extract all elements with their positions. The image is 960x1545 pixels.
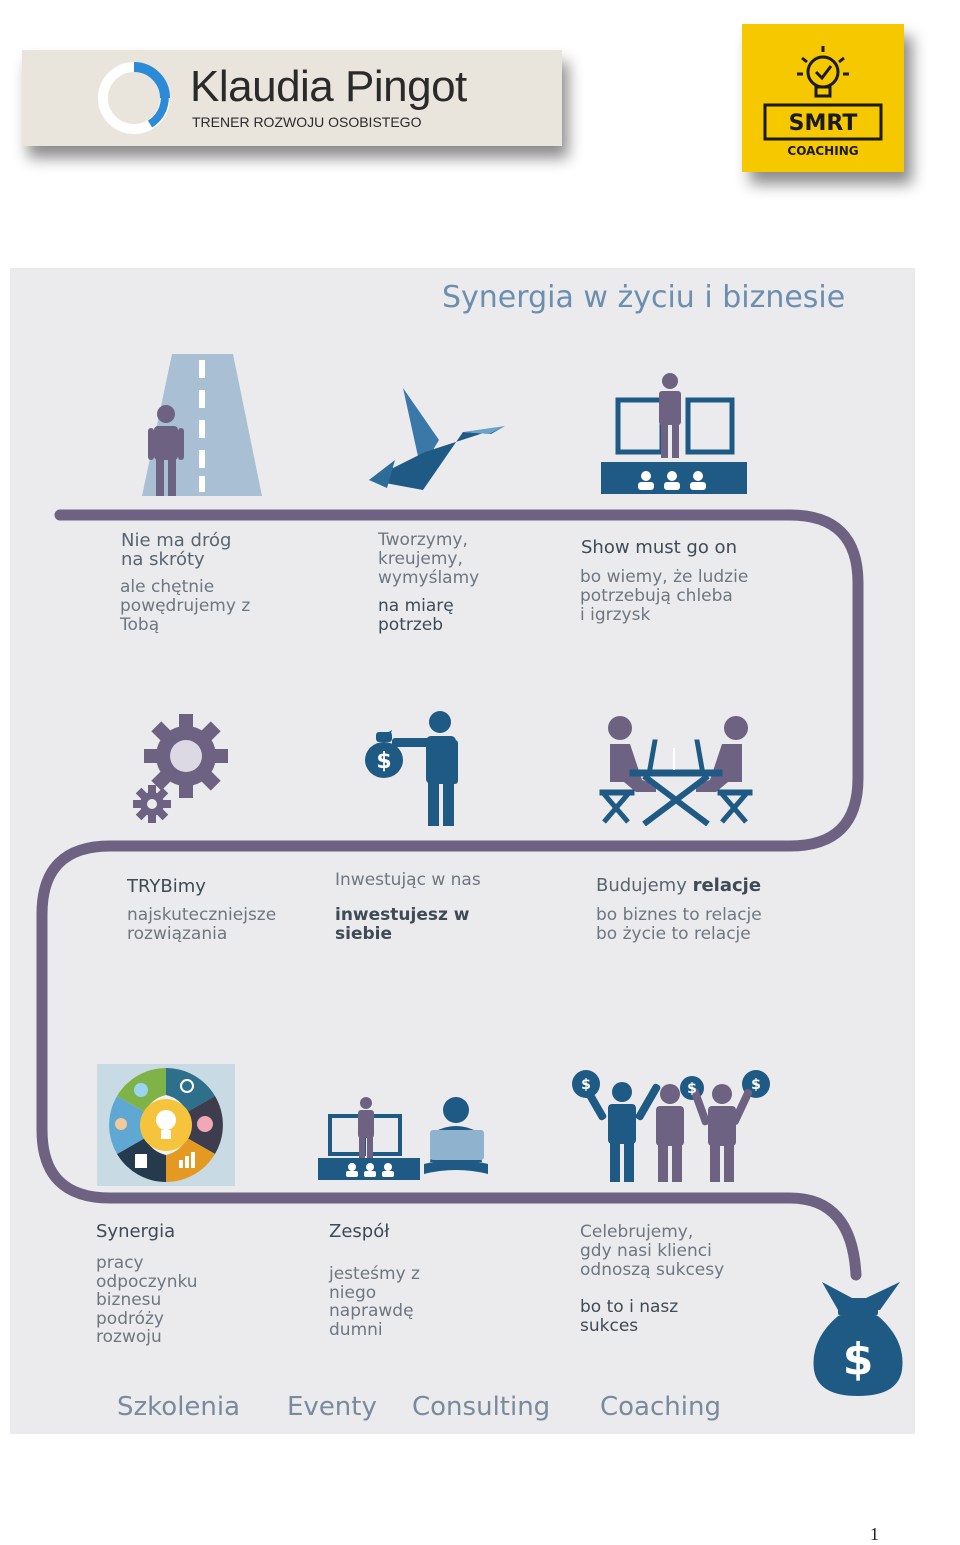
footer-coaching: Coaching [600,1392,721,1422]
lightbulb-icon [797,46,849,98]
brand-name: Klaudia Pingot [190,62,467,111]
footer-eventy: Eventy [287,1392,377,1422]
step-6-title-prefix: Budujemy [596,875,687,896]
logo-smrt-text: SMRT [789,111,858,136]
document-icon [135,1154,147,1168]
step-4-body: najskuteczniejsze rozwiązania [127,905,277,944]
dollar-icon: $ [751,1077,761,1093]
bar-chart-icon [179,1152,195,1168]
footer-szkolenia: Szkolenia [117,1392,241,1422]
klaudia-pingot-logo [22,50,562,146]
dollar-icon: $ [376,749,391,774]
step-8-body: jesteśmy z niego naprawdę dumni [329,1264,420,1340]
dollar-icon: $ [843,1334,874,1385]
magnifier-icon [180,1079,194,1093]
brand-subtitle: TRENER ROZWOJU OSOBISTEGO [192,114,422,130]
meeting-icon [599,716,753,826]
step-1-body: ale chętnie powędrujemy z Tobą [120,577,251,635]
speaker-stage-icon [601,373,747,494]
footer-consulting: Consulting [412,1392,551,1422]
dollar-icon: $ [687,1081,697,1097]
step-6-title: Budujemy relacje [596,876,761,895]
smrt-coaching-logo: SMRT COACHING [742,24,904,172]
investor-icon: $ [365,711,458,826]
logo-coaching-text: COACHING [787,144,858,158]
gears-icon [133,714,228,823]
step-6-title-strong: relacje [692,875,762,896]
dollar-icon: $ [581,1077,591,1093]
money-bag-icon: $ [813,1282,903,1396]
step-2-title: Tworzymy, kreujemy, wymyślamy [378,530,480,588]
person-icon [148,405,184,496]
step-9-body: bo to i nasz sukces [580,1297,679,1336]
synergy-wheel-icon [97,1064,235,1186]
step-4-title: TRYBimy [127,876,206,897]
person-icon [358,1097,374,1161]
team-icon [318,1097,488,1180]
step-2-body: na miarę potrzeb [378,596,454,635]
step-5-title: Inwestując w nas [335,870,481,890]
step-3-body: bo wiemy, że ludzie potrzebują chleba i … [580,567,749,625]
laptop-user-icon [424,1097,488,1174]
step-7-title: Synergia [96,1221,176,1242]
step-9-title: Celebrujemy, gdy nasi klienci odnoszą su… [580,1222,725,1280]
infographic-title: Synergia w życiu i biznesie [442,280,846,315]
step-1-title: Nie ma dróg na skróty [121,530,232,570]
step-7-body: pracy odpoczynku biznesu podróży rozwoju [96,1253,198,1347]
circle-logo-icon [98,62,170,134]
origami-bird-icon [369,388,505,490]
step-8-title: Zespół [329,1221,390,1242]
step-6-body: bo biznes to relacje bo życie to relacje [596,905,762,944]
hand-icon [115,1118,127,1130]
globe-icon [134,1083,148,1097]
step-3-title: Show must go on [581,537,737,558]
page-number: 1 [870,1524,879,1544]
celebrating-people-icon: $ $ $ [572,1070,770,1182]
brain-icon [197,1116,213,1132]
road-icon [142,354,262,496]
person-icon [659,373,681,458]
step-5-body: inwestujesz w siebie [335,905,470,944]
